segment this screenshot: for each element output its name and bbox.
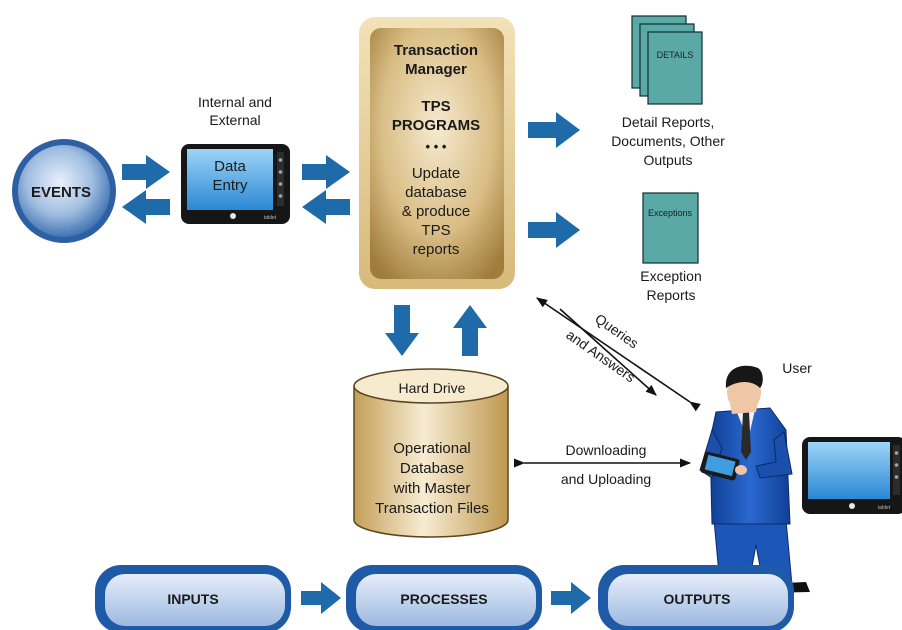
user-tablet: tablet xyxy=(802,437,902,514)
exception-report-icon: Exceptions xyxy=(642,192,699,264)
flow-outputs-label: OUTPUTS xyxy=(664,591,731,607)
data-entry-screen-line2: Entry xyxy=(212,177,248,194)
arrow-processes-to-outputs xyxy=(551,582,591,614)
database-body-line1: Operational xyxy=(393,440,471,457)
detail-reports-caption-line1: Detail Reports, xyxy=(622,114,715,130)
database-body-line4: Transaction Files xyxy=(375,500,489,517)
flow-inputs-label: INPUTS xyxy=(167,591,218,607)
sync-label-line2: and Uploading xyxy=(561,471,651,487)
manager-body-line5: reports xyxy=(413,241,460,258)
manager-body-line1: Update xyxy=(412,165,460,182)
arrow-database-to-manager xyxy=(453,305,487,356)
queries-double-arrow xyxy=(536,297,701,412)
detail-reports-caption-line3: Outputs xyxy=(643,152,692,168)
data-entry-caption-line2: External xyxy=(209,112,260,128)
arrow-entry-to-events xyxy=(122,190,170,224)
arrow-entry-to-manager xyxy=(302,155,350,189)
manager-title-line1: Transaction xyxy=(394,42,478,59)
operational-database: Hard Drive Operational Database with Mas… xyxy=(353,368,509,538)
details-sheet-label: DETAILS xyxy=(657,50,694,60)
flow-processes-label: PROCESSES xyxy=(400,591,487,607)
flow-step-outputs: OUTPUTS xyxy=(598,565,794,630)
arrow-manager-to-database xyxy=(385,305,419,356)
arrow-manager-to-entry xyxy=(302,190,350,224)
events-node: EVENTS xyxy=(12,139,116,243)
home-button-icon xyxy=(230,213,236,219)
manager-body-line3: & produce xyxy=(402,203,470,220)
flow-step-inputs: INPUTS xyxy=(95,565,291,630)
manager-body-line2: database xyxy=(405,184,467,201)
exceptions-sheet-label: Exceptions xyxy=(648,208,693,218)
database-body-line2: Database xyxy=(400,460,464,477)
database-top-label: Hard Drive xyxy=(399,380,466,396)
sync-connector: Downloading and Uploading xyxy=(513,442,692,487)
manager-title-line2: Manager xyxy=(405,61,467,78)
user-tablet-home-icon xyxy=(849,503,855,509)
arrow-manager-to-details xyxy=(528,112,580,148)
events-label: EVENTS xyxy=(31,184,91,201)
detail-reports-icon: DETAILS xyxy=(631,15,703,105)
arrow-inputs-to-processes xyxy=(301,582,341,614)
user-tablet-brand: tablet xyxy=(878,505,891,511)
user-label: User xyxy=(782,360,812,376)
arrow-events-to-entry xyxy=(122,155,170,189)
transaction-manager: Transaction Manager TPS PROGRAMS • • • U… xyxy=(359,17,515,289)
data-entry-tablet: tablet Data Entry xyxy=(181,144,290,224)
arrow-manager-to-exceptions xyxy=(528,212,580,248)
detail-reports-caption-line2: Documents, Other xyxy=(611,133,725,149)
data-entry-screen-line1: Data xyxy=(214,158,246,175)
user-figure xyxy=(699,365,810,593)
sync-label-line1: Downloading xyxy=(566,442,647,458)
data-entry-caption-line1: Internal and xyxy=(198,94,272,110)
tablet-brand: tablet xyxy=(264,215,277,221)
queries-connector: Queries and Answers xyxy=(536,297,701,412)
database-body-line3: with Master xyxy=(393,480,471,497)
exception-reports-caption-line2: Reports xyxy=(646,287,695,303)
manager-dots: • • • xyxy=(426,139,447,154)
manager-body-line4: TPS xyxy=(421,222,450,239)
exception-reports-caption-line1: Exception xyxy=(640,268,701,284)
manager-programs-line2: PROGRAMS xyxy=(392,117,480,134)
manager-programs-line1: TPS xyxy=(421,98,450,115)
flow-step-processes: PROCESSES xyxy=(346,565,542,630)
